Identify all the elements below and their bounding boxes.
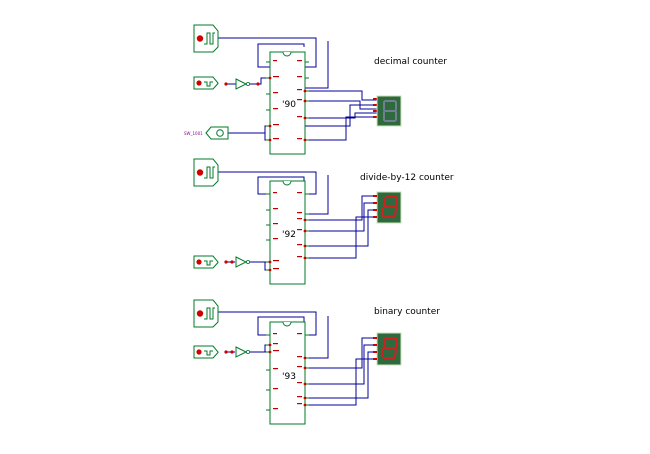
buffer-gate: [235, 256, 251, 268]
seven-segment-display-icon: [381, 196, 398, 218]
chip-label: '90: [282, 100, 296, 110]
ic-74-92[interactable]: '92: [266, 180, 309, 285]
clock-source[interactable]: [193, 299, 219, 328]
buffer-gate-icon: [236, 79, 250, 89]
buffer-gate-icon: [236, 347, 250, 357]
section-divide-by-12-counter: '92 divide-by-12 counter: [193, 158, 454, 285]
clock-source[interactable]: [193, 24, 219, 53]
buffer-gate: [235, 78, 251, 90]
pulse-source[interactable]: [193, 76, 219, 90]
clock-source-icon: [194, 25, 218, 52]
wires-section-1: [218, 37, 377, 141]
seven-segment-display: [373, 191, 402, 224]
pulse-source[interactable]: [193, 345, 219, 359]
wires-section-2: [218, 171, 373, 271]
ic-74-93[interactable]: '93: [266, 321, 309, 425]
buffer-gate: [235, 346, 251, 358]
clock-source-icon: [194, 300, 218, 327]
section-title: divide-by-12 counter: [360, 173, 454, 183]
clock-source[interactable]: [193, 158, 219, 187]
section-title: decimal counter: [374, 57, 447, 67]
buffer-gate-icon: [236, 257, 250, 267]
pulse-source-icon: [194, 256, 218, 268]
section-title: binary counter: [374, 307, 440, 317]
pulse-source[interactable]: [193, 255, 219, 269]
seven-segment-display: [373, 95, 402, 127]
ic-74-90[interactable]: '90: [266, 51, 309, 155]
wires-section-3: [218, 311, 373, 406]
seven-segment-display-icon: [381, 337, 398, 359]
switch[interactable]: [205, 126, 229, 140]
pulse-source-icon: [194, 346, 218, 358]
chip-label: '93: [282, 372, 296, 382]
pulse-source-icon: [194, 77, 218, 89]
clock-source-icon: [194, 159, 218, 186]
switch-icon: [206, 127, 228, 139]
section-decimal-counter: SW_1001: [184, 24, 447, 155]
seven-segment-display: [373, 332, 402, 366]
section-binary-counter: '93 binary counter: [193, 299, 440, 425]
chip-label: '92: [282, 230, 296, 240]
seven-segment-display-icon: [383, 100, 397, 122]
switch-label: SW_1001: [184, 131, 203, 136]
